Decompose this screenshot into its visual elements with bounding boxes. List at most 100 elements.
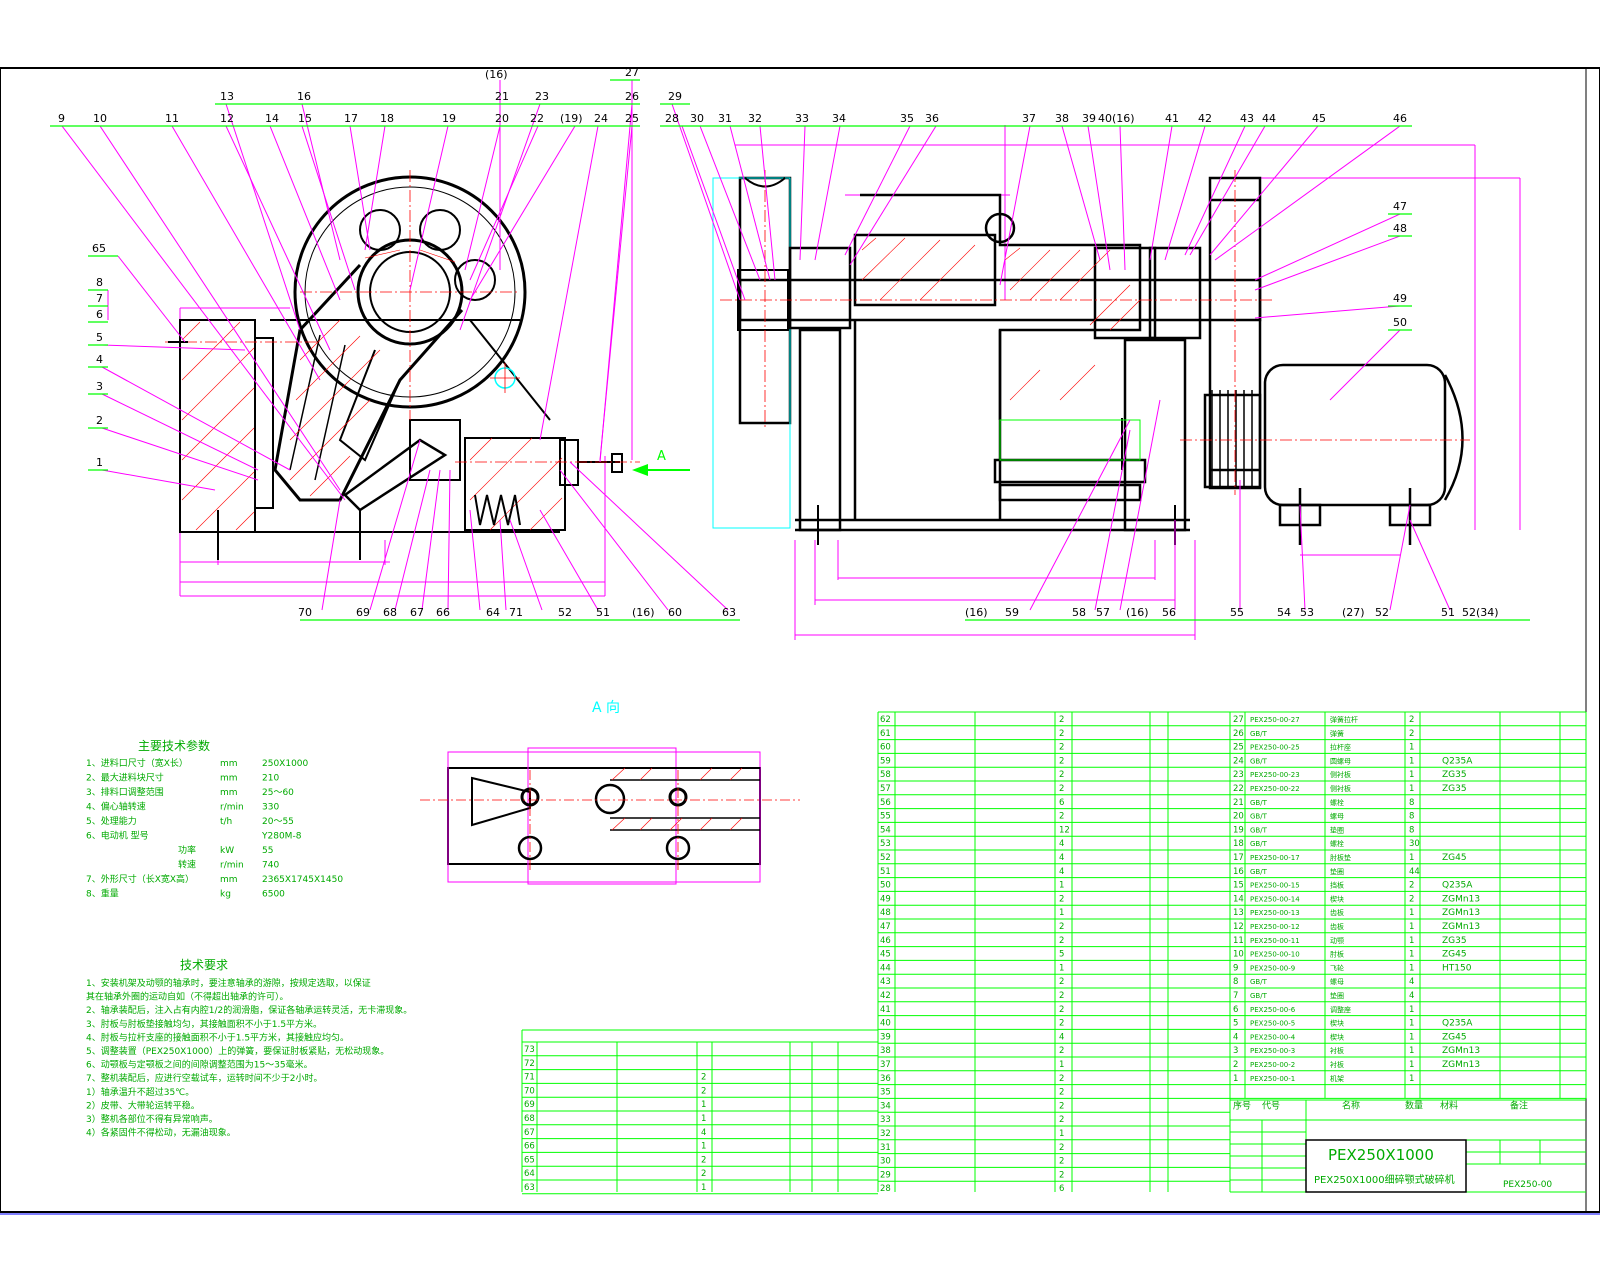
bom-item-material: ZGMn13 [1442, 922, 1480, 932]
bom-item-qty: 6 [1059, 798, 1064, 808]
bom-item-qty: 2 [1409, 715, 1414, 725]
bom-item-material: ZG45 [1442, 853, 1467, 863]
bom-item-name: 衬板 [1330, 1046, 1344, 1055]
bom-item-number: 68 [524, 1114, 535, 1124]
part-callout: 4 [96, 353, 103, 366]
bom-item-number: 51 [880, 867, 891, 877]
part-callout: 25 [625, 112, 639, 125]
bom-item-qty: 2 [1059, 936, 1064, 946]
bom-item-number: 56 [880, 798, 891, 808]
param-label: 2、最大进料块尺寸 [86, 772, 164, 784]
part-callout: 32 [748, 112, 762, 125]
part-callout: 51 [1441, 606, 1455, 619]
bom-item-number: 4 [1233, 1032, 1238, 1042]
part-callout: 52 [558, 606, 572, 619]
part-callout: 65 [92, 242, 106, 255]
bom-item-qty: 1 [1409, 1060, 1414, 1070]
part-callout: (16) [1126, 606, 1149, 619]
bom-item-code: PEX250-00-3 [1250, 1047, 1295, 1055]
requirement-line: 7、整机装配后，应进行空载试车，运转时间不少于2小时。 [86, 1072, 322, 1084]
bom-item-qty: 2 [1059, 729, 1064, 739]
bom-item-number: 63 [524, 1183, 535, 1193]
bom-item-qty: 2 [1059, 922, 1064, 932]
bom-item-number: 32 [880, 1129, 891, 1139]
bom-header: 名称 [1342, 1100, 1360, 1112]
bom-item-qty: 1 [1409, 963, 1414, 973]
bom-item-qty: 2 [1059, 1170, 1064, 1180]
bom-item-name: 动颚 [1330, 936, 1344, 945]
bom-item-qty: 2 [1059, 715, 1064, 725]
part-callout: 29 [668, 90, 682, 103]
param-label: 4、偏心轴转速 [86, 801, 146, 813]
bom-item-qty: 2 [1059, 1088, 1064, 1098]
bom-item-number: 13 [1233, 908, 1244, 918]
bom-item-qty: 2 [701, 1086, 706, 1096]
bom-item-code: GB/T [1250, 799, 1268, 807]
part-callout: (16) [485, 68, 508, 81]
bom-item-number: 52 [880, 853, 891, 863]
bom-item-qty: 1 [1059, 1129, 1064, 1139]
bom-item-number: 36 [880, 1074, 891, 1084]
bom-item-number: 73 [524, 1045, 535, 1055]
bom-item-number: 10 [1233, 950, 1244, 960]
bom-item-qty: 5 [1059, 950, 1064, 960]
part-callout: 15 [298, 112, 312, 125]
bom-header: 数量 [1405, 1100, 1423, 1112]
bom-item-number: 33 [880, 1115, 891, 1125]
bom-item-material: ZGMn13 [1442, 908, 1480, 918]
bom-item-qty: 2 [1059, 1143, 1064, 1153]
bom-header: 序号 [1233, 1100, 1251, 1112]
param-value: 330 [262, 803, 279, 813]
part-callout: 59 [1005, 606, 1019, 619]
bom-item-qty: 4 [1059, 839, 1064, 849]
requirements-title: 技术要求 [180, 958, 228, 972]
drawing-name: PEX250X1000细碎颚式破碎机 [1314, 1173, 1455, 1186]
bom-item-qty: 44 [1409, 867, 1420, 877]
part-callout: 9 [58, 112, 65, 125]
bom-item-number: 39 [880, 1032, 891, 1042]
bom-item-number: 7 [1233, 991, 1238, 1001]
param-unit: mm [220, 774, 238, 784]
bom-item-qty: 4 [701, 1128, 706, 1138]
a-view-label: A 向 [592, 700, 620, 716]
bom-item-code: PEX250-00-27 [1250, 716, 1300, 724]
part-callout: 57 [1096, 606, 1110, 619]
part-callout: 64 [486, 606, 500, 619]
bom-item-qty: 2 [1059, 1019, 1064, 1029]
bom-item-number: 49 [880, 894, 891, 904]
bom-item-number: 61 [880, 729, 891, 739]
bom-item-number: 15 [1233, 881, 1244, 891]
bom-header: 代号 [1262, 1101, 1280, 1112]
part-callout: 10 [93, 112, 107, 125]
part-callout: 70 [298, 606, 312, 619]
part-callout: 37 [1022, 112, 1036, 125]
param-value: 55 [262, 846, 273, 856]
part-callout: (27) [1342, 606, 1365, 619]
bom-item-number: 14 [1233, 894, 1244, 904]
bom-item-name: 楔块 [1330, 1032, 1344, 1041]
bom-item-number: 37 [880, 1060, 891, 1070]
part-callout: 19 [442, 112, 456, 125]
bom-item-number: 23 [1233, 770, 1244, 780]
part-callout: 44 [1262, 112, 1276, 125]
bom-item-qty: 1 [701, 1142, 706, 1152]
bom-item-code: GB/T [1250, 730, 1268, 738]
param-unit: t/h [220, 817, 232, 827]
bom-item-material: ZGMn13 [1442, 1060, 1480, 1070]
bom-item-number: 54 [880, 825, 891, 835]
bom-item-qty: 1 [1409, 908, 1414, 918]
bom-item-qty: 6 [1059, 1184, 1064, 1194]
bom-item-material: Q235A [1442, 756, 1473, 766]
bom-item-number: 12 [1233, 922, 1244, 932]
bom-item-name: 拉杆座 [1330, 743, 1351, 752]
bom-item-code: GB/T [1250, 978, 1268, 986]
bom-item-name: 机架 [1330, 1074, 1344, 1083]
part-callout: 43 [1240, 112, 1254, 125]
bom-item-qty: 2 [1059, 756, 1064, 766]
bom-item-name: 挡板 [1330, 881, 1344, 890]
bom-item-qty: 2 [701, 1073, 706, 1083]
param-label: 3、排料口调整范围 [86, 786, 164, 798]
bom-item-number: 43 [880, 977, 891, 987]
